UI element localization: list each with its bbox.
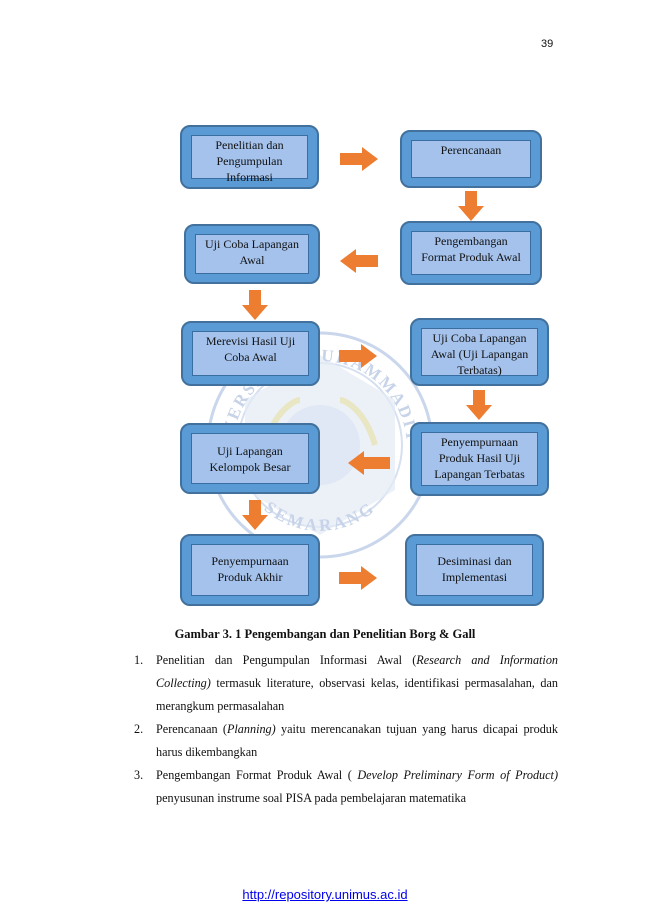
box-line: Produk Akhir — [217, 570, 283, 584]
list-item-text: yaitu merencanakan tujuan yang harus dic… — [156, 722, 558, 759]
arrow-down-icon — [242, 290, 268, 320]
flow-box-uji-coba-awal: Uji Coba Lapangan Awal — [184, 224, 320, 284]
box-line: Awal — [239, 253, 265, 267]
list-item-text: Penelitian dan Pengumpulan Informasi Awa… — [156, 653, 417, 667]
flow-box-uji-kelompok-besar: Uji Lapangan Kelompok Besar — [180, 423, 320, 494]
arrow-down-icon — [242, 500, 268, 530]
box-line: Uji Lapangan — [217, 444, 283, 458]
box-line: Pengumpulan — [216, 154, 283, 168]
step-list: 1. Penelitian dan Pengumpulan Informasi … — [134, 649, 558, 810]
box-line: Coba Awal — [224, 350, 277, 364]
list-item-number: 1. — [134, 653, 144, 667]
list-item: 1. Penelitian dan Pengumpulan Informasi … — [134, 649, 558, 718]
list-item: 3. Pengembangan Format Produk Awal ( Dev… — [134, 764, 558, 810]
flow-box-perencanaan: Perencanaan — [400, 130, 542, 188]
flow-box-penyempurnaan-terbatas: Penyempurnaan Produk Hasil Uji Lapangan … — [410, 422, 549, 496]
arrow-down-icon — [466, 390, 492, 420]
box-line: Desiminasi dan — [437, 554, 512, 568]
box-line: Lapangan Terbatas — [434, 467, 525, 481]
list-item-text: penyusunan instrume soal PISA pada pembe… — [156, 791, 467, 805]
box-line: Uji Coba Lapangan — [432, 331, 527, 345]
box-line: Pengembangan — [434, 234, 508, 248]
flow-box-uji-terbatas: Uji Coba Lapangan Awal (Uji Lapangan Ter… — [410, 318, 549, 386]
flow-box-pengembangan: Pengembangan Format Produk Awal — [400, 221, 542, 285]
arrow-right-icon — [339, 344, 377, 368]
box-line: Uji Coba Lapangan — [205, 237, 299, 251]
box-line: Kelompok Besar — [209, 460, 291, 474]
arrow-left-icon — [348, 451, 390, 475]
list-item-text: termasuk literature, observasi kelas, id… — [156, 676, 558, 713]
box-line: Penyempurnaan — [211, 554, 289, 568]
list-item-italic: Develop Preliminary Form of Product) — [357, 768, 559, 782]
list-item-text: Pengembangan Format Produk Awal ( — [156, 768, 358, 782]
flow-box-desiminasi: Desiminasi dan Implementasi — [405, 534, 544, 606]
box-line: Merevisi Hasil Uji — [205, 334, 296, 348]
figure-caption: Gambar 3. 1 Pengembangan dan Penelitian … — [174, 627, 476, 641]
list-item-italic: Research and Information Collecting) — [156, 653, 559, 690]
box-line: Produk Hasil Uji — [438, 451, 521, 465]
list-item-number: 3. — [134, 768, 144, 782]
repository-link[interactable]: http://repository.unimus.ac.id — [242, 887, 408, 902]
box-line: Perencanaan — [440, 143, 502, 157]
list-item: 2. Perencanaan (Planning) yaitu merencan… — [134, 718, 558, 764]
box-line: Implementasi — [441, 570, 508, 584]
arrow-left-icon — [340, 249, 378, 273]
arrow-down-icon — [458, 191, 484, 221]
list-item-number: 2. — [134, 722, 144, 736]
flow-box-penyempurnaan-akhir: Penyempurnaan Produk Akhir — [180, 534, 320, 606]
box-line: Format Produk Awal — [421, 250, 521, 264]
page-number: 39 — [541, 38, 554, 50]
box-line: Informasi — [226, 170, 273, 184]
box-line: Terbatas) — [457, 363, 502, 377]
box-line: Awal (Uji Lapangan — [430, 347, 529, 361]
arrow-right-icon — [340, 147, 378, 171]
box-line: Penelitian dan — [215, 138, 284, 152]
flow-box-penelitian: Penelitian dan Pengumpulan Informasi — [180, 125, 319, 189]
arrow-right-icon — [339, 566, 377, 590]
flow-box-merevisi: Merevisi Hasil Uji Coba Awal — [181, 321, 320, 386]
list-item-italic: Planning) — [226, 722, 276, 736]
box-line: Penyempurnaan — [440, 435, 519, 449]
list-item-text: Perencanaan ( — [156, 722, 227, 736]
